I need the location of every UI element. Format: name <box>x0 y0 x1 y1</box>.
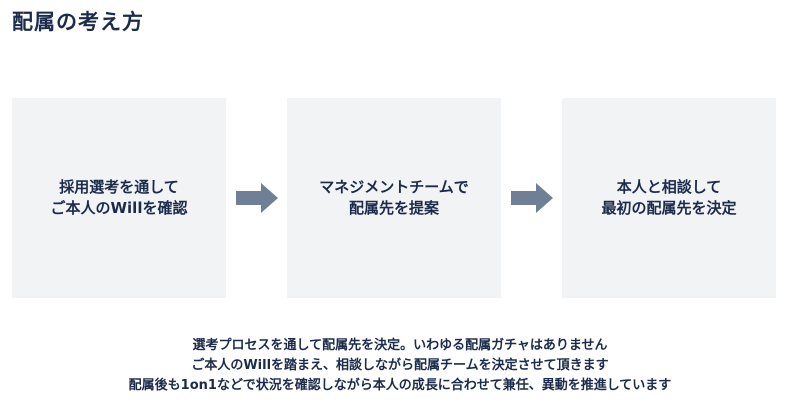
step-line: 本人と相談して <box>616 178 722 196</box>
step-box-confirm-will: 採用選考を通して ご本人のWillを確認 <box>12 98 226 298</box>
step-text: 本人と相談して 最初の配属先を決定 <box>601 177 736 219</box>
step-line: 配属先を提案 <box>348 199 439 217</box>
note-line: 選考プロセスを通して配属先を決定。いわゆる配属ガチャはありません <box>192 338 608 353</box>
right-arrow-icon <box>511 183 553 213</box>
step-line: 最初の配属先を決定 <box>601 199 737 217</box>
step-text: マネジメントチームで 配属先を提案 <box>319 177 469 219</box>
step-box-decide-assignment: 本人と相談して 最初の配属先を決定 <box>562 98 776 298</box>
note-line: ご本人のWillを踏まえ、相談しながら配属チームを決定させて頂きます <box>191 358 609 373</box>
step-text: 採用選考を通して ご本人のWillを確認 <box>51 177 188 219</box>
step-line: マネジメントチームで <box>319 178 469 196</box>
step-box-propose-assignment: マネジメントチームで 配属先を提案 <box>287 98 501 298</box>
description-note: 選考プロセスを通して配属先を決定。いわゆる配属ガチャはありません ご本人のWil… <box>0 336 800 396</box>
note-line: 配属後も1on1などで状況を確認しながら本人の成長に合わせて兼任、異動を推進して… <box>128 378 672 393</box>
step-line: ご本人のWillを確認 <box>50 199 188 217</box>
page-title: 配属の考え方 <box>12 10 144 34</box>
step-line: 採用選考を通して <box>59 178 179 196</box>
right-arrow-icon <box>236 183 278 213</box>
